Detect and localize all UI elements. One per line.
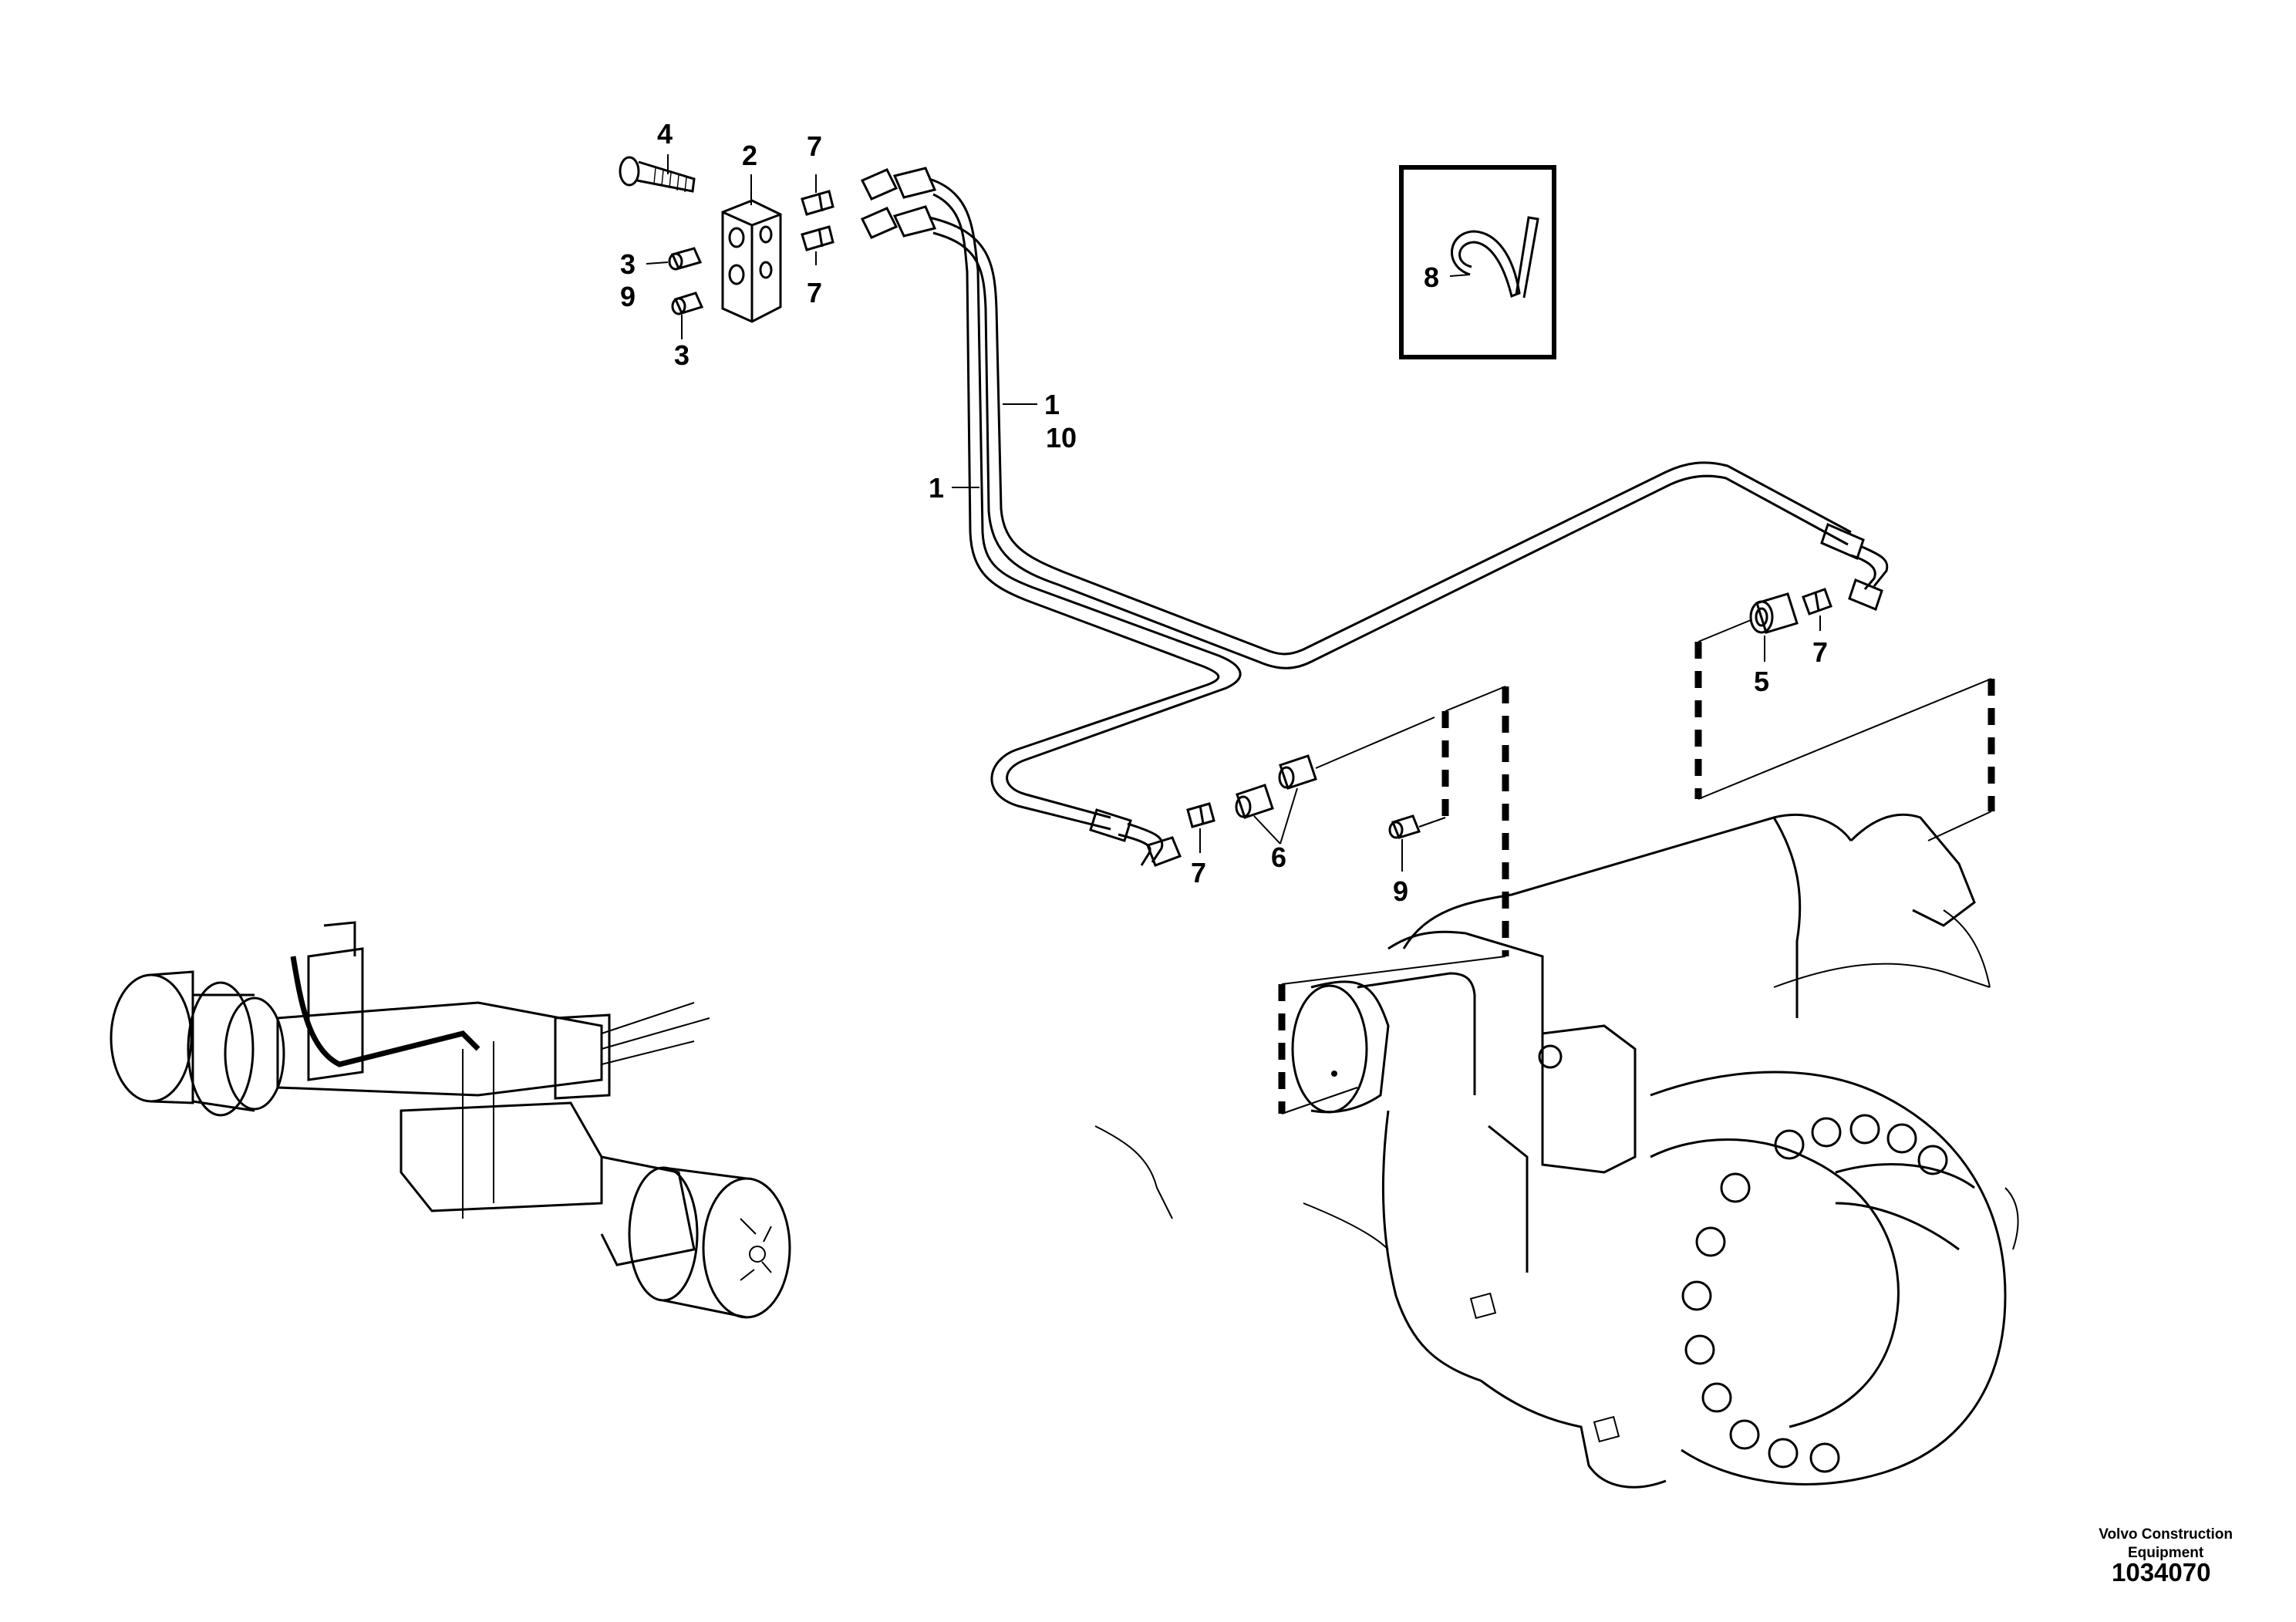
callout-7-right: 7 [1812,636,1828,668]
fittings-part-6 [1235,717,1435,819]
adapter-fittings-7 [801,190,834,251]
callout-7-top: 7 [807,130,822,162]
company-name-line2: Equipment [2128,1545,2204,1561]
reference-frames [1278,619,1995,1114]
callout-7-mid: 7 [807,277,822,309]
brake-hoses-1-10 [860,167,1889,867]
callout-4: 4 [657,118,673,150]
adapter-fitting-7-lower [1186,802,1215,828]
bolt-part-4 [619,156,696,193]
callout-10: 10 [1046,422,1077,454]
leader-lines [646,154,1821,872]
callout-9-lower: 9 [1393,875,1408,907]
wheel-bolts [1681,1114,1948,1473]
company-credit: Volvo Construction Equipment [2099,1526,2233,1563]
callout-8: 8 [1424,261,1439,293]
callout-1-left: 1 [929,472,944,504]
callout-9-left: 9 [620,281,636,312]
callout-numbers: 4 2 7 7 3 9 3 8 1 10 1 5 7 7 6 9 [620,118,1828,907]
axle-housing-detail [1094,813,2019,1489]
plug-part-9-lower [1388,814,1421,839]
plug-parts-3 [668,247,704,315]
callout-3-bottom: 3 [674,339,689,371]
cable-tie-inset [1399,165,1556,359]
company-name-line1: Volvo Construction [2099,1526,2233,1543]
callout-2: 2 [742,140,757,171]
callout-3-left: 3 [620,248,636,280]
axle-overview [110,921,791,1319]
callout-7-lower: 7 [1191,857,1206,889]
document-number: 1034070 [2112,1558,2211,1587]
callout-5: 5 [1754,666,1769,697]
fitting-part-5 [1749,592,1799,634]
adapter-fitting-7-right [1802,588,1832,615]
callout-6: 6 [1271,841,1286,873]
callout-1-right: 1 [1044,389,1060,420]
distribution-block-part-2 [721,199,782,323]
